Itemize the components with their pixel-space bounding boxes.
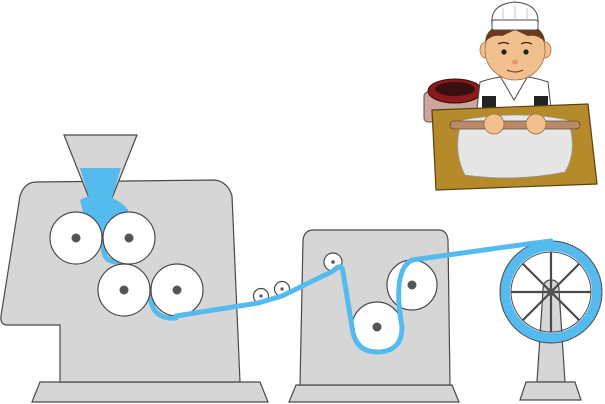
left-machine bbox=[0, 134, 269, 403]
roller-bottom-left bbox=[97, 263, 151, 317]
rolling-pin bbox=[449, 120, 581, 130]
noodle-sheet-belt bbox=[173, 238, 554, 355]
chef-collar bbox=[499, 75, 529, 101]
roller-bottom-right bbox=[150, 263, 204, 317]
chef-hat-icon bbox=[491, 1, 539, 31]
roller-top-left bbox=[49, 211, 103, 265]
left-machine-foot bbox=[31, 381, 269, 403]
chef-illustration bbox=[423, 1, 598, 191]
output-reel bbox=[499, 240, 603, 401]
reel-hub bbox=[547, 288, 555, 296]
center-machine-foot bbox=[288, 384, 460, 403]
chef-hand-right bbox=[525, 113, 547, 135]
reel-foot bbox=[519, 381, 582, 401]
chef-cuff-left bbox=[482, 96, 496, 110]
roller-center-upper bbox=[386, 259, 438, 311]
roller-top-right bbox=[102, 211, 156, 265]
chef-hand-left bbox=[483, 113, 505, 135]
reel-wound-noodles bbox=[500, 241, 602, 343]
hopper-dough bbox=[80, 168, 121, 198]
